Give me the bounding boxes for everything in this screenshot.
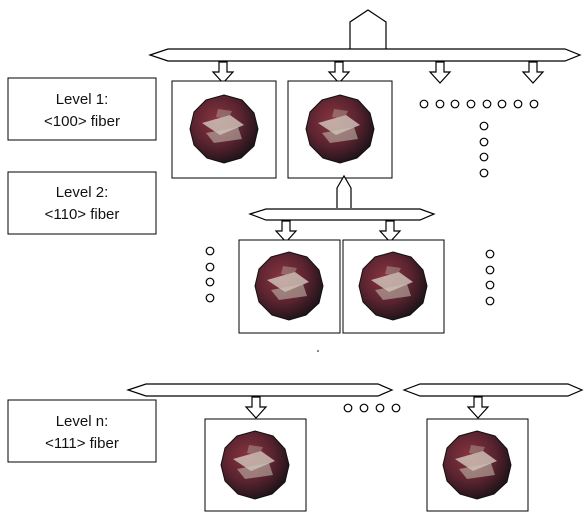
down-arrow-icon [378, 220, 402, 243]
level2-arrows [274, 220, 402, 243]
stray-mark [317, 350, 319, 352]
level1-bus-bar [148, 48, 582, 62]
leveln-bus-bar-left [126, 383, 394, 397]
level2-bus-bar [248, 208, 436, 221]
down-arrow-icon [327, 61, 351, 84]
leveln-label-box: Level n: <111> fiber [7, 399, 157, 463]
level1-label-box: Level 1: <100> fiber [7, 77, 157, 141]
level2-texture-tile [238, 239, 341, 334]
level1-arrows [211, 61, 545, 84]
level1-texture-tile [287, 80, 393, 179]
down-arrow-icon [211, 61, 235, 84]
down-arrow-icon [428, 61, 452, 84]
level2-source-node [336, 174, 352, 208]
level2-continuation-dots-right [485, 249, 495, 306]
down-arrow-icon [244, 396, 268, 419]
level1-title: Level 1: [56, 91, 109, 108]
level2-texture-tile [342, 239, 445, 334]
leveln-title: Level n: [56, 413, 109, 430]
leveln-fiber: <111> fiber [45, 435, 119, 452]
down-arrow-icon [521, 61, 545, 84]
down-arrow-icon [466, 396, 490, 419]
leveln-bus-bar-right [402, 383, 584, 397]
level1-texture-tile [171, 80, 277, 179]
level2-title: Level 2: [56, 184, 109, 201]
level1-continuation-dots [419, 99, 539, 178]
leveln-continuation-dots [343, 403, 401, 413]
level2-continuation-dots-left [205, 246, 215, 303]
level1-source-node [349, 9, 387, 52]
leveln-texture-tile [204, 418, 307, 512]
leveln-texture-tile [426, 418, 529, 512]
level1-fiber: <100> fiber [44, 113, 120, 130]
level2-label-box: Level 2: <110> fiber [7, 171, 157, 235]
leveln-arrows [244, 396, 490, 419]
level2-fiber: <110> fiber [45, 206, 120, 223]
down-arrow-icon [274, 220, 298, 243]
